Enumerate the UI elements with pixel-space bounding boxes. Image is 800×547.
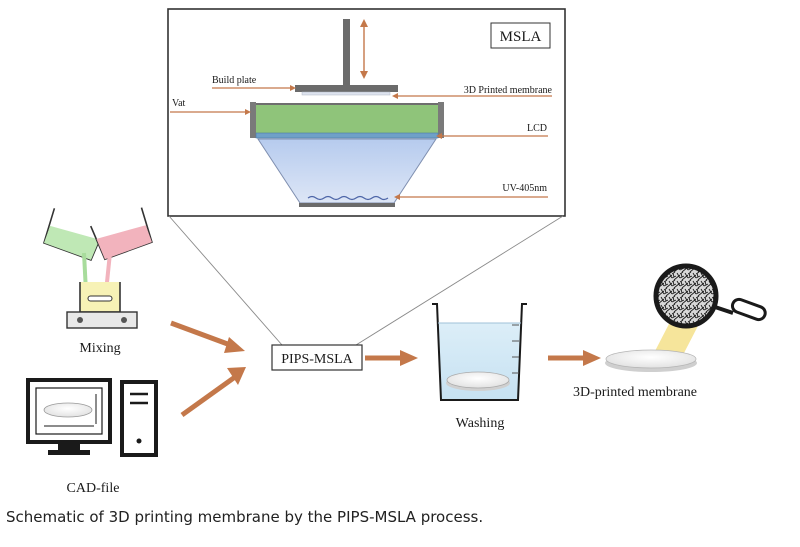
lcd-panel	[255, 132, 439, 139]
magnifier-lens-icon	[653, 263, 719, 329]
cad-disc-model	[43, 402, 93, 418]
monitor-foot	[48, 450, 90, 455]
uv-source-base	[299, 203, 395, 207]
magnifier-handle	[730, 297, 767, 322]
magnifier-light-cone	[654, 322, 700, 353]
msla-title-box	[490, 22, 551, 49]
motion-arrow-down-head	[360, 71, 368, 79]
beaker-outline	[432, 303, 527, 401]
printed-membrane-label: 3D Printed membrane	[464, 85, 553, 96]
msla-inset: MSLA Build plate Vat 3D Printed membrane…	[167, 8, 566, 217]
mixing-apparatus: Mixing	[42, 207, 153, 356]
diagram: MSLA Build plate Vat 3D Printed membrane…	[26, 8, 767, 496]
process-label: PIPS-MSLA	[281, 352, 353, 367]
vat-pointer-head	[245, 109, 251, 115]
tower-power-icon	[136, 438, 142, 444]
final-membrane-label: 3D-printed membrane	[573, 385, 697, 400]
arrow-mixing-head	[224, 337, 245, 353]
arrow-mixing-to-process	[170, 320, 234, 349]
vat-wall-left	[250, 102, 256, 138]
mixing-label: Mixing	[79, 341, 120, 356]
process-box	[271, 344, 363, 371]
arrow-process-head	[400, 350, 418, 366]
monitor-stand	[58, 442, 80, 452]
lcd-label: LCD	[527, 123, 547, 134]
vat-label: Vat	[172, 98, 186, 109]
arrow-cad-to-process	[180, 374, 237, 418]
stirrer-base	[66, 311, 138, 329]
uv-pointer-head	[394, 194, 400, 200]
vat-wall-right	[438, 102, 444, 138]
uv-led-wave	[307, 195, 389, 201]
printed-membrane-layer	[301, 91, 391, 96]
final-membrane: 3D-printed membrane	[573, 263, 767, 400]
arrow-washing-head	[583, 350, 601, 366]
build-plate-label: Build plate	[212, 75, 257, 86]
figure-caption: Schematic of 3D printing membrane by the…	[6, 508, 484, 526]
cad-file-label: CAD-file	[67, 481, 120, 496]
process-schematic: MSLA Build plate Vat 3D Printed membrane…	[26, 8, 767, 496]
membrane-in-water	[446, 371, 510, 389]
zoom-line-right	[355, 215, 564, 346]
pink-beaker	[89, 207, 153, 261]
stirrer-knob-right	[121, 317, 127, 323]
printed-membrane-disc	[605, 349, 697, 369]
lcd-pointer-head	[436, 133, 442, 139]
vat-resin	[251, 103, 443, 137]
stir-bar	[87, 295, 113, 302]
msla-title: MSLA	[500, 29, 542, 45]
membrane-pointer-head	[392, 93, 398, 99]
motion-arrow-up-head	[360, 19, 368, 27]
uv-label: UV-405nm	[502, 183, 547, 194]
zoom-line-left	[168, 215, 283, 346]
build-plate-rod	[343, 19, 350, 86]
washing-beaker: Washing	[432, 303, 527, 431]
washing-label: Washing	[456, 416, 505, 431]
cad-computer: CAD-file	[26, 378, 158, 496]
build-plate-pointer-head	[290, 85, 296, 91]
arrow-cad-head	[227, 367, 246, 385]
magnifier-neck	[711, 304, 734, 315]
build-plate	[295, 85, 398, 92]
stirrer-knob-left	[77, 317, 83, 323]
flow-arrows	[170, 320, 601, 418]
